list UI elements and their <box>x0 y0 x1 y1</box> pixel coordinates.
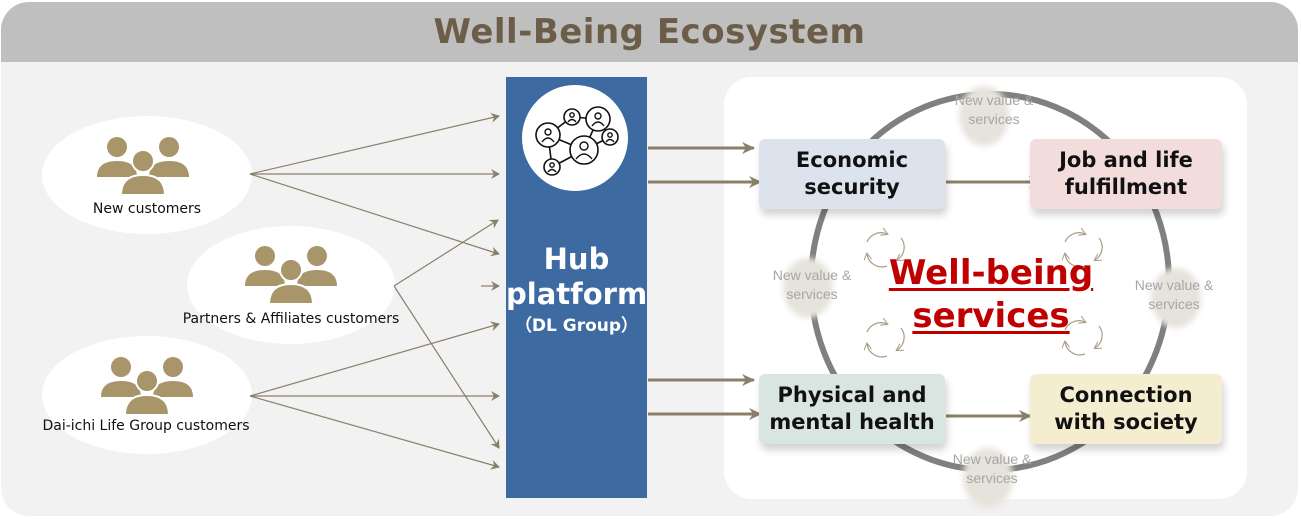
hub-platform: Hub platform （DL Group） <box>506 77 647 498</box>
service-line1: Connection <box>1059 383 1193 407</box>
new-value-line2: services <box>968 111 1020 127</box>
hub-title-line2: platform <box>506 277 648 311</box>
new-value-blob <box>1151 268 1201 328</box>
center-line2: services <box>912 296 1070 336</box>
cycle-icon <box>1065 321 1103 356</box>
arrow-partners-3 <box>393 285 500 449</box>
arrow-dai-ichi-3 <box>249 395 500 470</box>
arrow-new-3 <box>249 173 500 257</box>
service-economic-security: Economic security <box>759 139 945 209</box>
arrow-new-1 <box>249 112 500 175</box>
customer-label-new: New customers <box>92 201 202 217</box>
new-value-label-top: New value & services <box>939 91 1049 129</box>
cycle-icon <box>1065 233 1103 268</box>
arrow-partners-1 <box>393 219 499 287</box>
service-connection-society: Connection with society <box>1030 374 1222 444</box>
hub-title-line1: Hub <box>543 242 610 276</box>
new-value-line1: New value & <box>1134 277 1214 293</box>
new-value-line2: services <box>786 286 838 302</box>
service-line1: Physical and <box>777 383 927 407</box>
customer-label-dai-ichi: Dai-ichi Life Group customers <box>42 418 250 434</box>
hub-subtitle: （DL Group） <box>514 316 639 336</box>
service-job-life-fulfillment: Job and life fulfillment <box>1030 139 1222 209</box>
new-value-line2: services <box>966 470 1018 486</box>
page-title: Well-Being Ecosystem <box>433 12 866 52</box>
service-line1: Economic <box>795 148 909 172</box>
center-line1: Well-being <box>888 253 1094 293</box>
new-value-line1: New value & <box>954 92 1034 108</box>
service-line2: with society <box>1054 410 1198 434</box>
new-value-label-left: New value & services <box>757 266 867 304</box>
new-value-label-right: New value & services <box>1119 276 1229 314</box>
new-value-blob <box>959 86 1009 146</box>
arrow-dai-ichi-1 <box>249 321 500 397</box>
service-line2: security <box>804 175 900 199</box>
cycle-icon <box>867 233 905 268</box>
new-value-blob <box>783 258 833 318</box>
hub-icon-circle <box>522 85 628 191</box>
customer-label-partners: Partners & Affiliates customers <box>182 311 400 327</box>
new-value-line1: New value & <box>952 451 1032 467</box>
new-value-blob <box>963 448 1013 508</box>
people-group-icon <box>245 246 337 304</box>
new-value-label-bottom: New value & services <box>937 450 1047 488</box>
service-line2: mental health <box>769 410 935 434</box>
well-being-services-title: Well-being services <box>856 252 1126 338</box>
service-physical-mental-health: Physical and mental health <box>759 374 945 444</box>
new-value-line2: services <box>1148 296 1200 312</box>
title-bar: Well-Being Ecosystem <box>1 2 1298 62</box>
new-value-line1: New value & <box>772 267 852 283</box>
people-group-icon <box>101 357 193 415</box>
people-group-icon <box>97 137 189 195</box>
service-line2: fulfillment <box>1064 175 1188 199</box>
cycle-icon <box>867 323 905 358</box>
service-line1: Job and life <box>1059 148 1193 172</box>
network-people-icon <box>535 106 619 176</box>
